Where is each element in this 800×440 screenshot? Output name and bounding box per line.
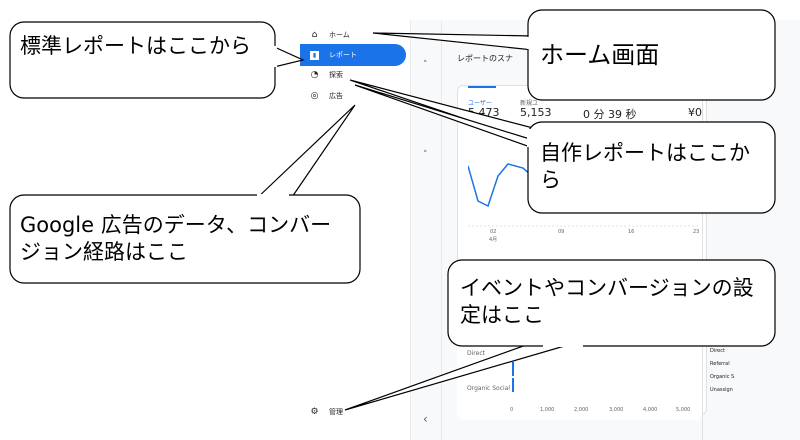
callout-ads: Google 広告のデータ、コンバージョン経路はここ — [20, 213, 332, 264]
page-title: レポートのスナ — [457, 54, 513, 63]
users-line-chart — [468, 163, 698, 227]
x-tick: 09 — [558, 229, 565, 235]
collapse-icon[interactable]: ‹ — [423, 412, 428, 426]
x-tick: 16 — [628, 229, 635, 235]
metric-value: ¥0 — [688, 106, 702, 119]
legend-item: Unassign — [710, 387, 733, 393]
gear-icon: ⚙ — [310, 406, 319, 417]
report-icon: ▮ — [310, 50, 319, 60]
explore-icon: ◔ — [310, 69, 319, 80]
callout-standard-reports: 標準レポートはここから — [20, 34, 251, 58]
metric-value: 5,153 — [520, 106, 552, 119]
nav-label: 探索 — [329, 71, 343, 79]
home-icon: ⌂ — [311, 29, 318, 40]
nav-explore[interactable]: ◔ 探索 — [300, 64, 406, 86]
nav-ads[interactable]: ◎ 広告 — [300, 85, 406, 107]
nav-home[interactable]: ⌂ ホーム — [300, 24, 406, 46]
bar-row-label: Direct — [467, 350, 485, 357]
bar — [512, 378, 514, 392]
bar-tick: 0 — [510, 407, 514, 413]
nav-label: 広告 — [329, 92, 343, 100]
nav-label: レポート — [329, 51, 357, 59]
bar-tick: 2,000 — [574, 407, 589, 413]
bar-tick: 4,000 — [643, 407, 658, 413]
nav-label: 管理 — [329, 408, 343, 416]
nav-label: ホーム — [329, 31, 350, 39]
callout-home: ホーム画面 — [540, 41, 660, 69]
x-tick: 23 — [693, 229, 700, 235]
bar-tick: 1,000 — [540, 407, 555, 413]
legend-item: Direct — [710, 348, 725, 354]
users-line — [468, 163, 539, 208]
callout-custom-reports: 自作レポートはここから — [540, 141, 750, 192]
ads-icon: ◎ — [310, 90, 319, 101]
legend-item: Organic S — [710, 374, 735, 380]
nav-reports[interactable]: ▮ レポート — [300, 44, 406, 66]
legend-item: Referral — [710, 361, 730, 367]
chevron-up-icon[interactable]: ˄ — [423, 150, 428, 160]
bar — [512, 362, 514, 376]
metric-value: 0 分 39 秒 — [583, 108, 637, 121]
metric-label[interactable]: 新規ユ — [520, 100, 539, 107]
x-tick-month: 4月 — [489, 237, 498, 243]
bar-tick: 5,000 — [676, 407, 691, 413]
nav-admin[interactable]: ⚙ 管理 — [300, 401, 406, 423]
secondary-panel: ˄ ˄ ‹ — [410, 20, 442, 440]
legend: Direct Referral Organic S Unassign — [710, 345, 734, 397]
chevron-up-icon[interactable]: ˄ — [423, 60, 428, 70]
x-tick: 02 — [490, 229, 497, 235]
callout-admin: イベントやコンバージョンの設定はここ — [460, 276, 754, 327]
bar-row-label: Organic Social — [467, 385, 511, 392]
channel-bar-chart: Direct Organic Social 0 1,000 2,000 3,00… — [457, 340, 702, 420]
metric-label[interactable]: ユーザー — [468, 100, 492, 107]
bar-tick: 3,000 — [609, 407, 624, 413]
